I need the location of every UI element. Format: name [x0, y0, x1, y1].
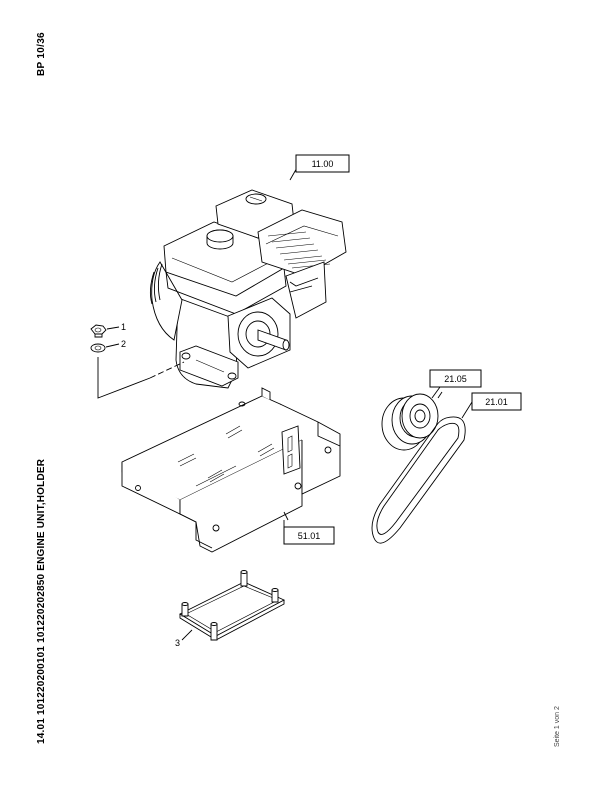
callout-label-holder: 51.01 — [298, 531, 321, 541]
nut-drawing: 1 — [90, 322, 126, 338]
callout-label-washer: 2 — [121, 339, 126, 349]
belt-drawing — [371, 416, 466, 544]
callout-label-nut: 1 — [121, 322, 126, 332]
washer-drawing: 2 — [90, 339, 126, 353]
mounting-centerline — [97, 357, 151, 399]
holder-drawing — [121, 387, 341, 553]
engine-drawing — [149, 165, 347, 389]
mounting-centerline-dashed — [149, 361, 185, 379]
callout-label-pulley: 21.05 — [444, 374, 467, 384]
callout-box-belt: 21.01 — [471, 392, 522, 411]
damper-plate-drawing — [179, 570, 286, 641]
callout-box-engine: 11.00 — [295, 154, 350, 173]
callout-box-holder: 51.01 — [283, 526, 335, 545]
callout-label-engine: 11.00 — [312, 159, 334, 169]
pulley-drawing — [381, 391, 443, 451]
callout-box-pulley: 21.05 — [429, 369, 482, 388]
belt-leader — [461, 401, 473, 419]
callout-label-belt: 21.01 — [485, 397, 508, 407]
callout-label-damper-plate: 3 — [175, 638, 180, 648]
pulley-leader — [431, 386, 441, 399]
